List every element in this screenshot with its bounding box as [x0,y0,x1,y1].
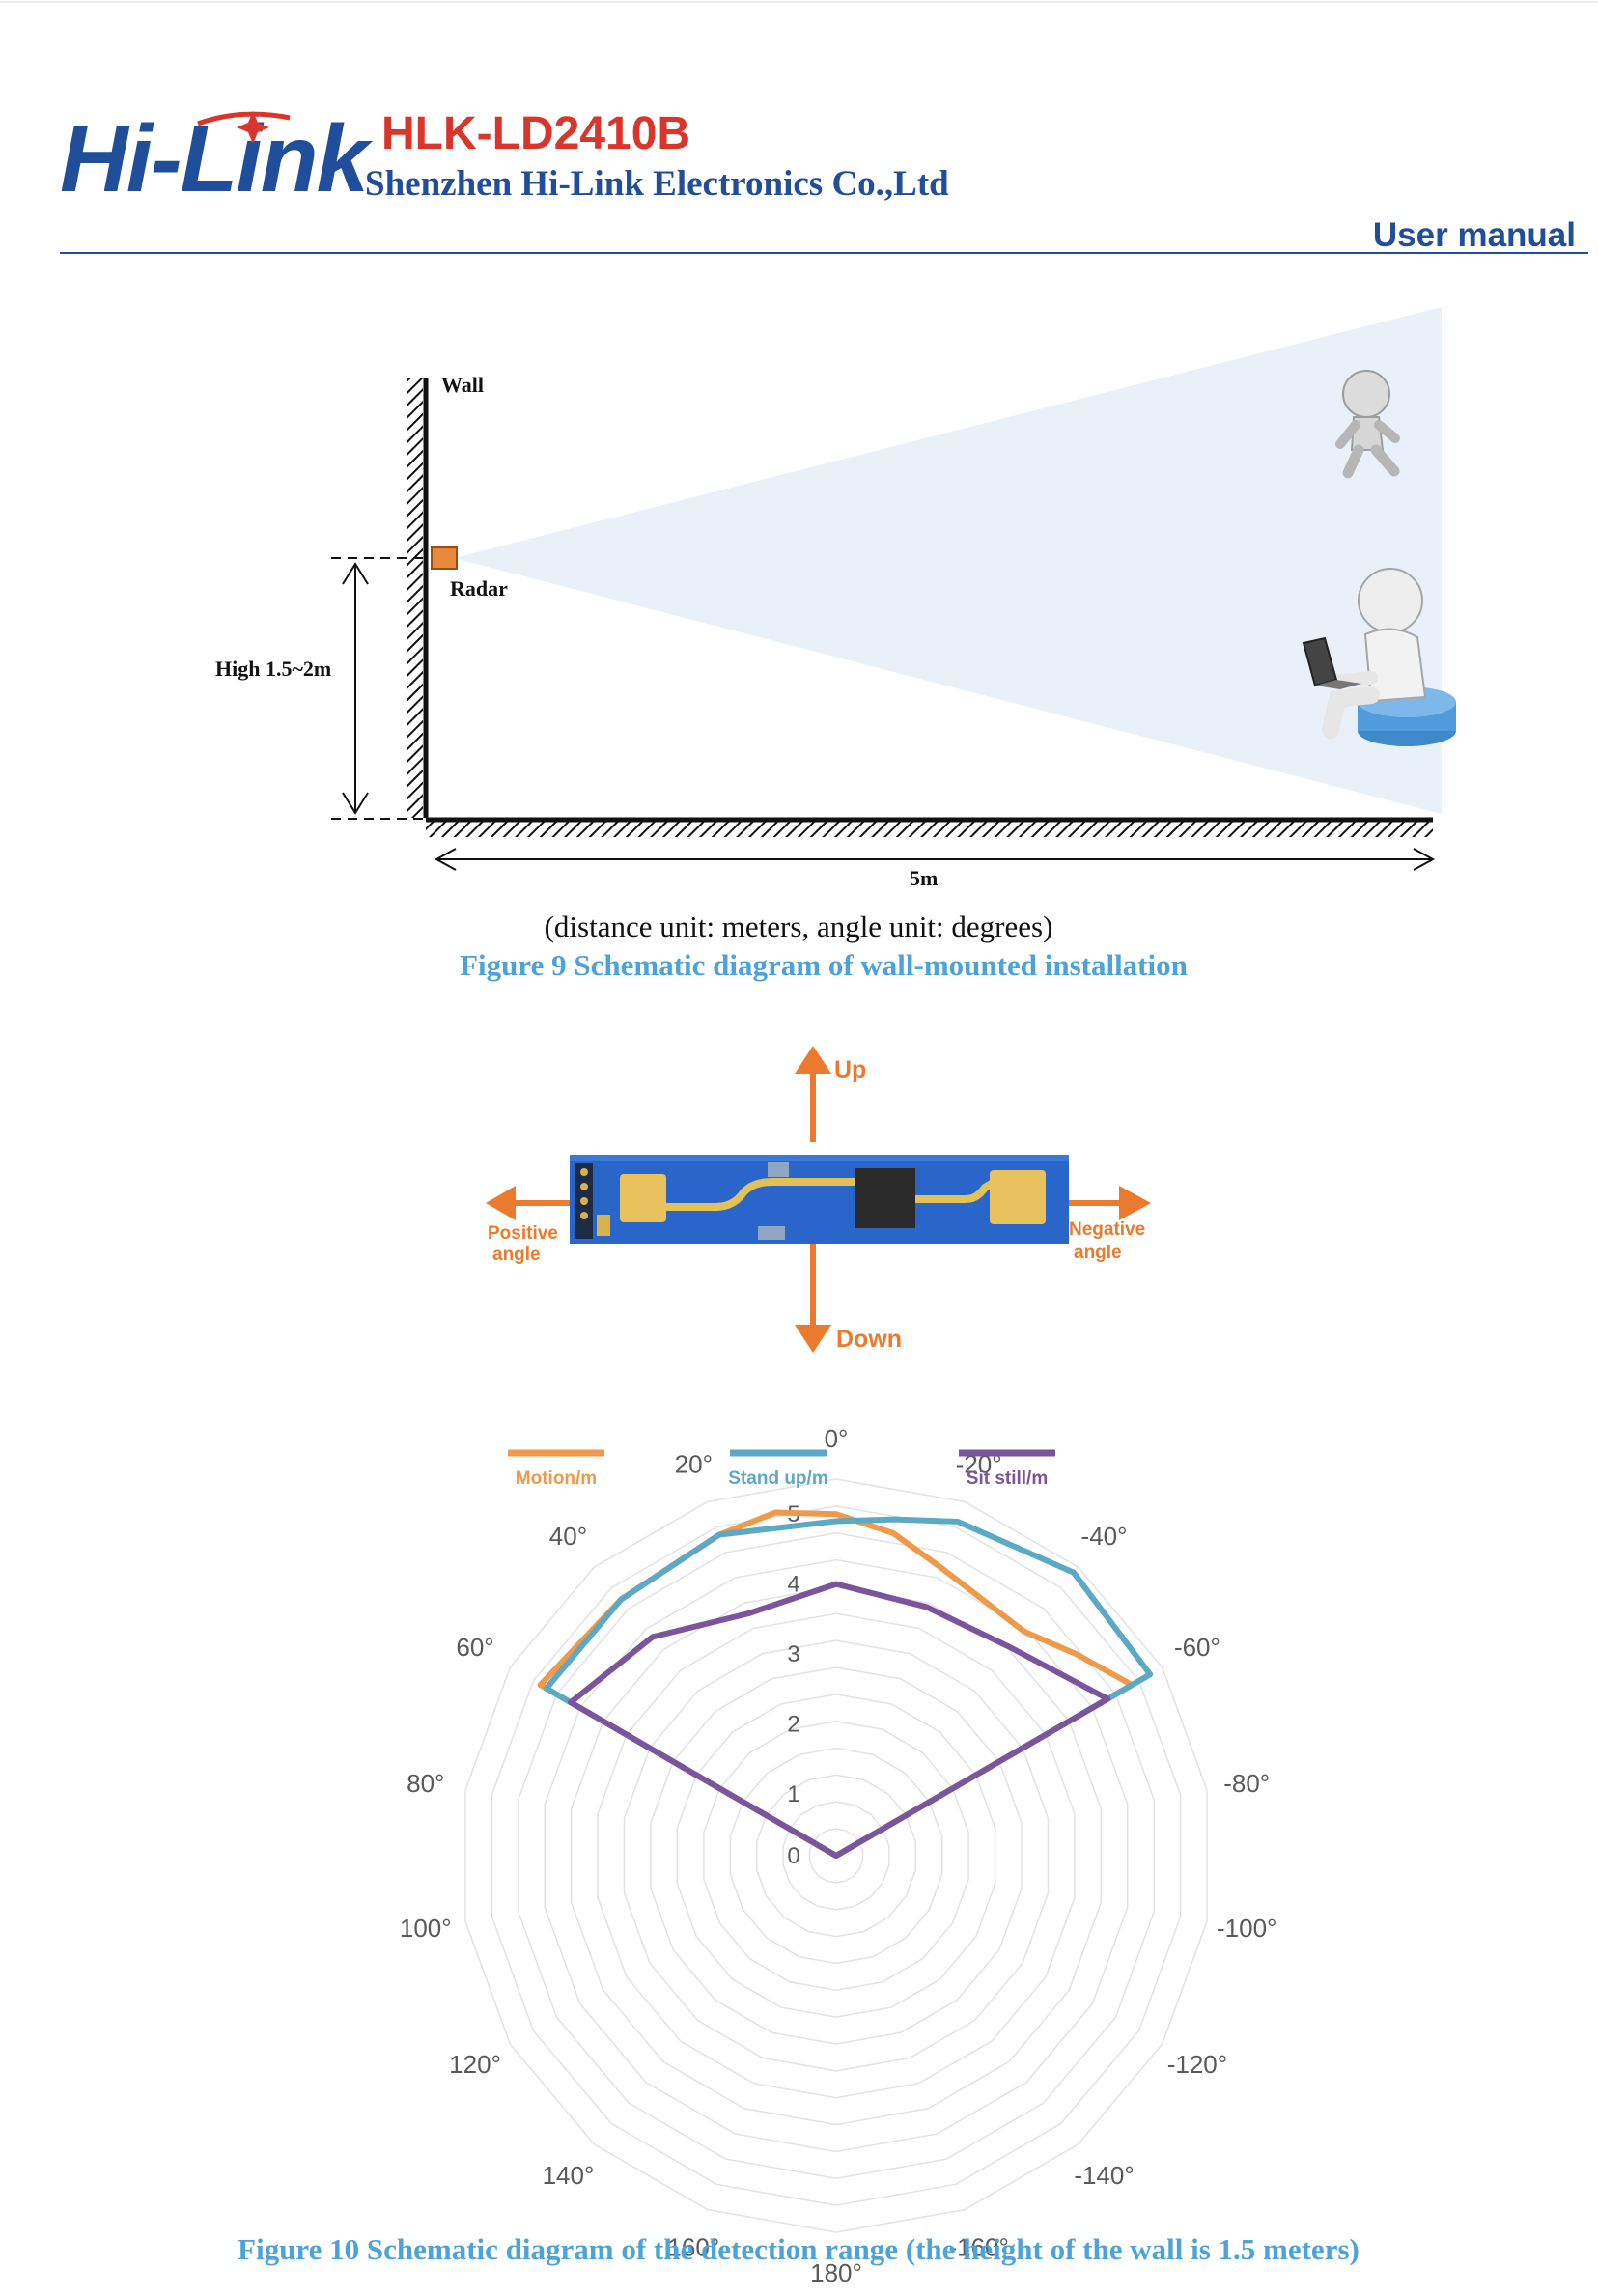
angle-tick-label: 60° [456,1633,493,1662]
positive-angle-arrow-icon [486,1186,516,1220]
down-label: Down [836,1326,902,1353]
grid-ring [464,1478,1208,2233]
wall-label: Wall [441,373,484,397]
angle-tick-label: 40° [549,1522,587,1551]
detection-range-radar-chart: 0123450°20°40°60°80°100°120°140°160°180°… [400,1424,1277,2287]
module-orientation-diagram: Up Down Positive angle Negative angle [486,1046,1151,1353]
page-header: Hi-Link HLK-LD2410B Shenzhen Hi-Link Ele… [0,1,1598,254]
figure-10-caption: Figure 10 Schematic diagram of the detec… [238,2232,1360,2266]
radial-tick-label: 1 [787,1781,799,1807]
height-label: High 1.5~2m [215,657,331,681]
radar-beam [454,307,1442,814]
angle-tick-label: -100° [1217,1914,1276,1943]
legend-label-1: Stand up/m [728,1469,827,1489]
angle-tick-label: 120° [449,2050,501,2079]
angle-tick-label: -40° [1081,1522,1128,1551]
up-label: Up [834,1056,866,1083]
figure-9-caption: Figure 9 Schematic diagram of wall-mount… [460,948,1188,982]
negative-angle-label-line1: Negative [1069,1219,1145,1240]
angle-tick-label: -140° [1074,2161,1134,2190]
legend-label-0: Motion/m [516,1469,597,1489]
seated-person-icon [1302,568,1456,746]
negative-angle-label-line2: angle [1074,1243,1122,1263]
radar-sensor-icon [431,546,458,570]
radar-module-board [570,1155,1069,1244]
radial-tick-label: 4 [787,1572,799,1598]
angle-tick-label: 100° [400,1914,452,1943]
logo-swoosh [197,111,291,126]
down-arrow-icon [795,1325,831,1353]
angle-tick-label: 80° [407,1769,444,1798]
product-title: HLK-LD2410B [381,108,690,159]
radial-tick-label: 0 [787,1843,799,1869]
radial-tick-label: 3 [787,1641,799,1667]
angle-tick-label: 140° [543,2161,595,2190]
positive-angle-label-line2: angle [492,1245,541,1265]
up-arrow-icon [795,1046,831,1074]
angle-tick-label: -80° [1223,1769,1270,1798]
distance-label: 5m [910,866,938,890]
series-line-2 [567,1581,1111,1859]
angle-tick-label: 0° [825,1424,849,1453]
negative-angle-arrow-icon [1119,1186,1151,1220]
figure-9-diagram: Wall Radar High 1.5~2m 5m [215,307,1456,890]
angle-tick-label: -160° [948,2233,1008,2262]
chart-legend: Motion/m Stand up/m Sit still/m [508,1449,1055,1489]
series-line-1 [543,1516,1154,1859]
company-name: Shenzhen Hi-Link Electronics Co.,Ltd [365,164,949,204]
logo-star-icon [237,111,269,144]
wall-hatch [407,378,423,818]
floor-hatch [426,822,1433,837]
radar-label: Radar [450,576,508,601]
doc-type-label: User manual [1373,216,1576,254]
company-logo: Hi-Link [60,105,374,211]
angle-tick-label: 20° [675,1449,713,1478]
radial-tick-label: 2 [787,1712,799,1738]
walking-person-icon [1335,370,1400,479]
angle-tick-label: 160° [667,2233,719,2262]
angle-tick-label: -60° [1174,1633,1220,1662]
positive-angle-label-line1: Positive [488,1223,558,1244]
legend-label-2: Sit still/m [967,1469,1048,1489]
angle-tick-label: -120° [1167,2050,1227,2079]
angle-tick-label: 180° [810,2258,862,2287]
figure-9-note: (distance unit: meters, angle unit: degr… [545,910,1053,943]
